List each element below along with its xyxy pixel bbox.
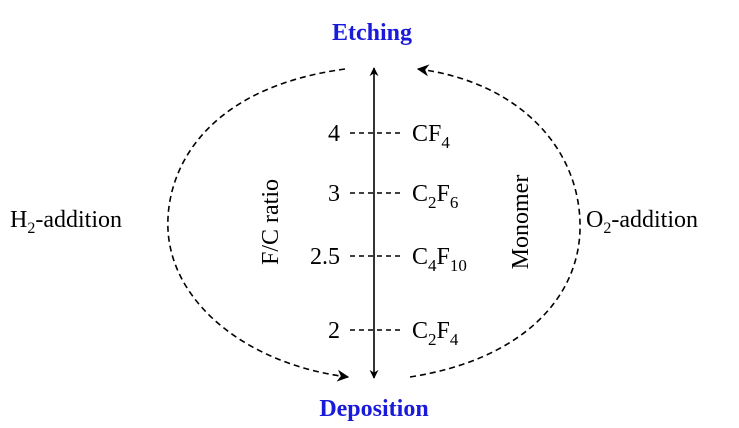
monomer-formula: CF4 bbox=[412, 121, 450, 152]
fc-ratio-value: 3 bbox=[328, 181, 340, 207]
o2-addition-label: O2-addition bbox=[586, 207, 698, 237]
h2-addition-label: H2-addition bbox=[10, 207, 122, 237]
h2-addition-arc bbox=[167, 68, 350, 382]
fc-ratio-axis-label: F/C ratio bbox=[258, 179, 284, 265]
monomer-formula: C2F4 bbox=[412, 318, 459, 349]
monomer-formula: C2F6 bbox=[412, 181, 458, 212]
monomer-axis-label: Monomer bbox=[508, 175, 534, 270]
ratio-monomer-rows: 4 CF4 3 C2F6 2.5 C4F10 2 C2F4 bbox=[310, 121, 467, 349]
fc-ratio-value: 2.5 bbox=[310, 244, 340, 270]
fc-ratio-value: 2 bbox=[328, 318, 340, 344]
o2-addition-arc bbox=[409, 64, 581, 378]
monomer-formula: C4F10 bbox=[412, 244, 467, 275]
etching-label: Etching bbox=[332, 20, 412, 46]
deposition-label: Deposition bbox=[319, 396, 428, 422]
fc-ratio-value: 4 bbox=[328, 121, 340, 147]
